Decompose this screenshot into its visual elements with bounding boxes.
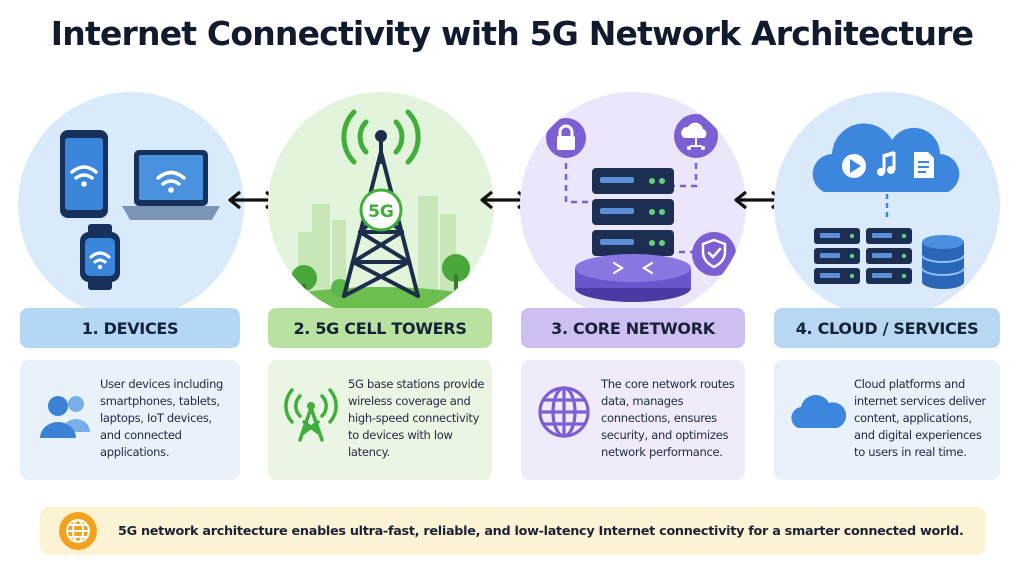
stage-description: 5G base stations provide wireless covera… — [348, 377, 485, 459]
cell-tower-icon — [342, 130, 420, 298]
cloud-network-icon — [674, 114, 718, 158]
server-rack-icon — [592, 168, 674, 256]
stage-label-devices: 1. DEVICES — [20, 308, 240, 348]
users-icon — [40, 396, 90, 438]
devices-illustration — [18, 92, 244, 318]
banner-text: 5G network architecture enables ultra-fa… — [118, 523, 964, 539]
stage-card-core-network: The core network routes data, manages co… — [521, 360, 745, 480]
play-icon — [842, 154, 866, 178]
database-icon — [921, 235, 965, 289]
stage-description: User devices including smartphones, tabl… — [100, 377, 224, 459]
page-title: Internet Connectivity with 5G Network Ar… — [50, 14, 974, 53]
antenna-icon — [284, 388, 338, 442]
shield-icon — [692, 232, 736, 276]
smartwatch-icon — [80, 224, 120, 290]
cloud-icon — [812, 123, 960, 192]
lock-icon — [546, 118, 586, 158]
stage-label-cell-towers: 2. 5G CELL TOWERS — [268, 308, 492, 348]
summary-banner: 5G network architecture enables ultra-fa… — [40, 507, 986, 555]
tree-icon — [291, 254, 470, 298]
globe-icon — [59, 512, 97, 550]
stage-card-cell-towers: 5G base stations provide wireless covera… — [268, 360, 492, 480]
music-note-icon — [877, 151, 896, 176]
router-icon — [575, 254, 691, 302]
document-icon — [914, 152, 934, 178]
stage-description: The core network routes data, manages co… — [601, 377, 735, 459]
smartphone-icon — [60, 130, 108, 218]
core-network-illustration — [520, 92, 746, 318]
signal-waves-icon — [341, 109, 421, 165]
server-icon — [814, 228, 912, 284]
stage-label-core-network: 3. CORE NETWORK — [521, 308, 745, 348]
cell-tower-illustration: 5G — [268, 92, 494, 318]
globe-icon — [538, 386, 590, 438]
stage-card-devices: User devices including smartphones, tabl… — [20, 360, 240, 480]
laptop-icon — [122, 150, 220, 220]
stage-description: Cloud platforms and internet services de… — [854, 377, 986, 459]
cloud-icon — [791, 394, 847, 428]
cloud-services-illustration — [774, 92, 1000, 318]
stage-card-cloud-services: Cloud platforms and internet services de… — [774, 360, 1000, 480]
stage-label-cloud-services: 4. CLOUD / SERVICES — [774, 308, 1000, 348]
tower-5g-badge: 5G — [368, 202, 394, 222]
